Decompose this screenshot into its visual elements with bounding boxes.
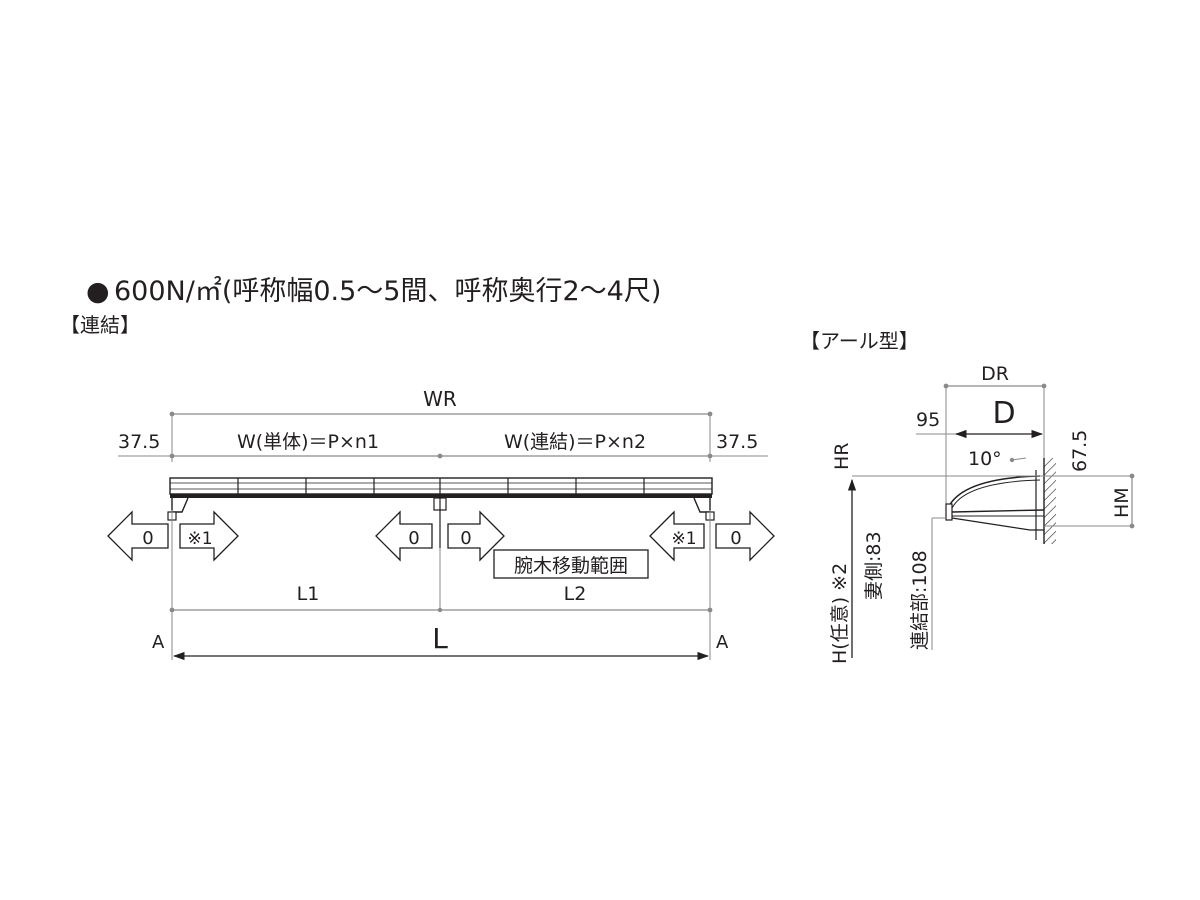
h-note-label: H(任意) ※2 [829,563,851,664]
a-right-label: A [716,632,729,653]
l1-label: L1 [297,583,320,605]
dim95-label: 95 [916,409,940,431]
dr-label: DR [981,363,1009,385]
d-label: D [992,396,1015,431]
arrow-zero-outer-right: 0 [730,528,741,549]
section-label-linked: 【連結】 [60,313,140,337]
arrow-outer-right: 0 [715,510,775,562]
angle-label: 10° [968,448,1002,470]
w-linked-label: W(連結)＝P×n2 [504,431,646,453]
range-label: 腕木移動範囲 [514,555,628,577]
l2-label: L2 [564,583,587,605]
height-dimensions: HR H(任意) ※2 妻側:83 連結部:108 [829,443,1044,664]
wr-dimension: WR [169,387,713,462]
arch-canopy-section [945,470,1045,540]
arrow-note-right: ※1 [649,510,705,562]
arrow-center-left: 0 [375,510,433,562]
hm-label: HM [1111,487,1133,518]
range-label-box: 腕木移動範囲 [493,549,649,579]
w-dimension-row: 37.5 W(単体)＝P×n1 W(連結)＝P×n2 37.5 [118,431,768,459]
arrow-note-left: ※1 [179,510,239,562]
note1-left: ※1 [187,529,212,549]
arrow-zero-outer-left: 0 [142,528,153,549]
l-dimensions: L1 L2 L A A [152,510,729,661]
header-title: 600N/㎡(呼称幅0.5～5間、呼称奥行2～4尺) [114,276,661,307]
l-label: L [432,622,448,655]
wr-label: WR [423,387,457,411]
header-bullet: ● [86,276,110,307]
arrow-outer-left: 0 [107,510,169,562]
canopy-front-elevation [167,477,715,548]
edge-right-label: 37.5 [716,431,758,453]
dim675-label: 67.5 [1069,430,1091,472]
wall [1043,458,1056,544]
hm-dimension: HM [1044,473,1135,529]
arrow-zero-center-right: 0 [460,528,471,549]
side-gable-label: 妻側:83 [863,531,885,600]
side-joint-label: 連結部:108 [909,550,931,650]
hr-label: HR [831,443,853,471]
arrow-zero-center-left: 0 [408,528,419,549]
note1-right: ※1 [671,529,696,549]
a-left-label: A [152,632,165,653]
arrow-center-right: 0 [447,510,505,562]
depth-dimensions: DR D 95 [916,363,1047,520]
w-single-label: W(単体)＝P×n1 [237,431,379,453]
section-label-arch: 【アール型】 [800,329,919,353]
edge-left-label: 37.5 [118,431,160,453]
